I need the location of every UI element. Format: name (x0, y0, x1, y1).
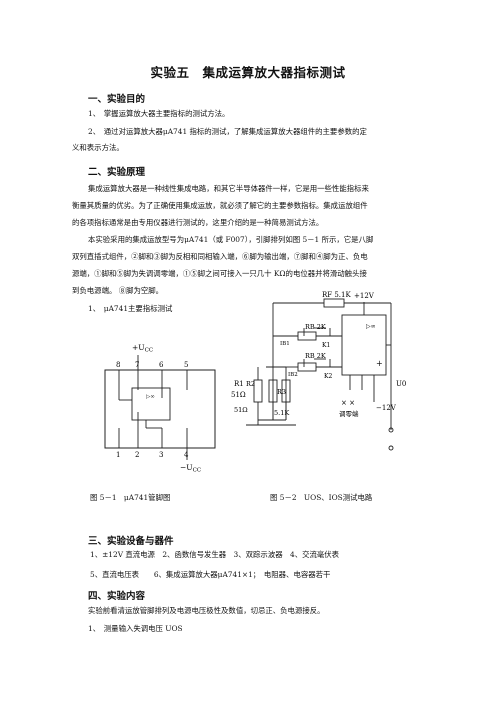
v-neg-label: −12V (376, 404, 397, 412)
sec2-para2-c: 源端，①脚和⑤脚为失调调零端，①⑤脚之间可接入一只几十 KΩ的电位器并将滑动触头… (72, 269, 367, 278)
v-pos-label: +12V (354, 292, 375, 300)
r2-value: 51Ω (234, 406, 248, 414)
sec2-para2-a: 本实验采用的集成运放型号为μA741（或 F007），引脚排列如图 5－1 所示… (88, 235, 374, 244)
figure-5-2-circuit: RF 5.1K +12V RB 2K IB1 K1 RB 2K IB2 K2 ▷… (231, 291, 406, 451)
sec1-item-2-line-b: 义和表示方法。 (72, 143, 124, 152)
amp-symbol: ▷∞ (366, 323, 376, 330)
pin-5-label: 5 (184, 361, 188, 369)
sec2-para1-c: 的各项指标通常是由专用仪器进行测试的，这里介绍的是一种简易测试方法。 (72, 218, 324, 227)
figure-5-1-pinout: +UCC 8 7 6 5 1 2 3 4 −UCC ▷∞ (104, 343, 216, 474)
rf-label: RF 5.1K (322, 291, 351, 299)
sec4-para: 实验前看清运放管脚排列及电源电压极性及数值，切忌正、负电源接反。 (88, 606, 325, 615)
pin-3-label: 3 (159, 451, 163, 459)
zero-adjust-marks: × × (341, 399, 355, 407)
uo-label: U0 (396, 380, 406, 388)
pin-6-label: 6 (159, 361, 164, 369)
figure-5-2-caption: 图 5－2 UOS、IOS测试电路 (270, 493, 373, 502)
sec3-line-1: 1、±12V 直流电源 2、函数信号发生器 3、双踪示波器 4、交流毫伏表 (90, 550, 340, 559)
figure-5-1-caption: 图 5－1 μA741管脚图 (90, 493, 171, 502)
sec2-para2-d: 到负电源端。 ⑧脚为空脚。 (72, 286, 164, 295)
sec3-line-2: 5、直流电压表 6、集成运算放大器μA741×1； 电阻器、电容器若干 (90, 570, 331, 579)
section-3-heading: 三、实验设备与器件 (88, 536, 174, 547)
page-title: 实验五 集成运算放大器指标测试 (150, 65, 346, 80)
vcc-neg-label: −UCC (180, 463, 201, 474)
sec1-item-1: 1、 掌握运算放大器主要指标的测试方法。 (88, 109, 230, 118)
rb2-label: RB 2K (305, 352, 326, 360)
r3-label: R3 (277, 388, 286, 396)
sec1-item-2-line-a: 2、 通过对运算放大器μA741 指标的测试，了解集成运算放大器组件的主要参数的… (88, 127, 367, 136)
pin-8-label: 8 (116, 361, 120, 369)
pin-1-label: 1 (116, 451, 120, 459)
r1-value: 51Ω (231, 391, 246, 399)
section-4-heading: 四、实验内容 (88, 591, 146, 602)
ib1-label: IB1 (280, 341, 290, 347)
rb1-label: RB 2K (305, 323, 326, 331)
pin-4-label: 4 (184, 451, 189, 459)
r3-value: 5.1K (274, 409, 289, 417)
vcc-pos-label: +UCC (132, 343, 153, 354)
sec2-para1-a: 集成运算放大器是一种线性集成电路，和其它半导体器件一样，它是用一些性能指标来 (88, 184, 369, 193)
chip-outline (104, 369, 216, 449)
k1-label: K1 (322, 342, 330, 349)
amp-plus-sign: + (376, 359, 383, 368)
r1-label: R1 (234, 380, 244, 388)
pin-7-label: 7 (135, 361, 139, 369)
sec2-sub-1: 1、 μA741主要指标测试 (88, 304, 173, 313)
r2-label: R2 (246, 380, 255, 388)
section-1-heading: 一、实验目的 (88, 94, 146, 105)
section-2-heading: 二、实验原理 (88, 167, 146, 178)
zero-adjust-label: 调零端 (339, 409, 359, 418)
sec2-para1-b: 衡量其质量的优劣。为了正确使用集成运放，就必须了解它的主要参数指标。集成运放组件 (72, 201, 368, 210)
opamp-symbol: ▷∞ (146, 394, 155, 400)
pin-2-label: 2 (135, 451, 139, 459)
ib2-label: IB2 (288, 372, 298, 378)
sec4-sub-1: 1、 测量输入失调电压 UOS (88, 624, 183, 633)
sec2-para2-b: 双列直插式组件，②脚和③脚为反相和同相输入端，⑥脚为输出端，⑦脚和④脚为正、负电 (72, 252, 368, 261)
k2-label: K2 (324, 373, 332, 380)
